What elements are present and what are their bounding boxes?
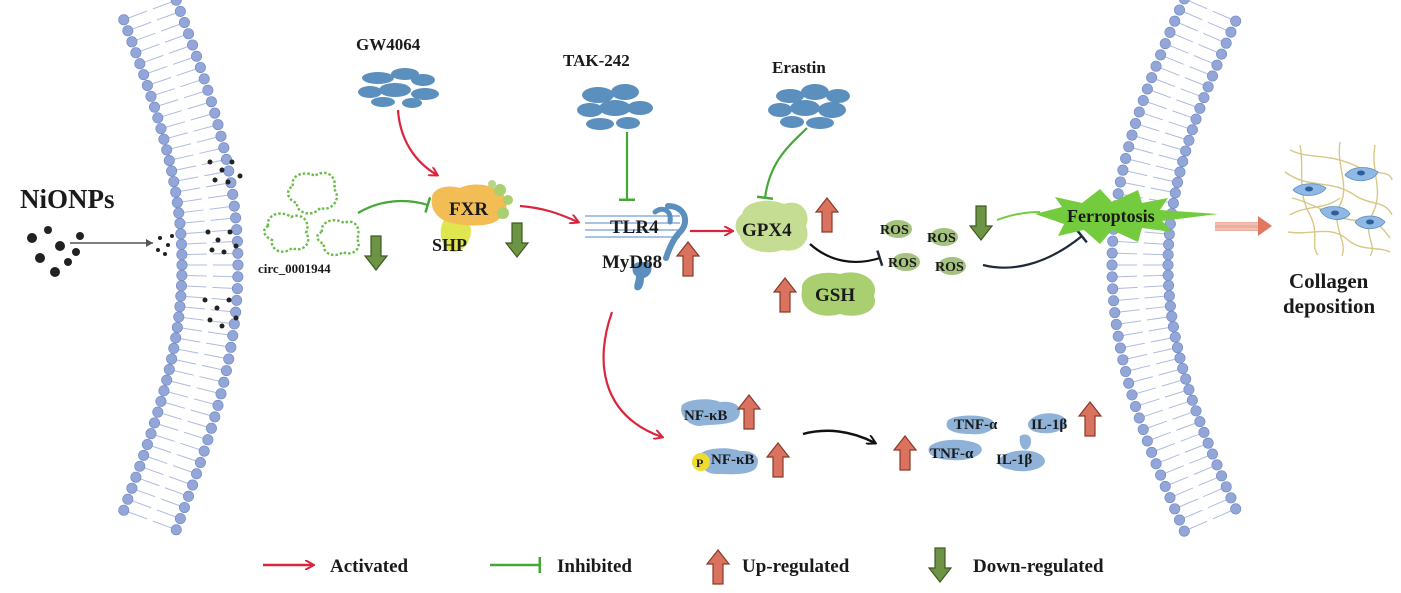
gsh-label: GSH <box>815 285 855 306</box>
legend-inhibited-label: Inhibited <box>557 556 632 577</box>
myd88-label: MyD88 <box>602 252 662 273</box>
cell-membrane-left <box>118 0 244 536</box>
legend-activated-label: Activated <box>330 556 409 577</box>
ros-to-ferroptosis <box>982 229 1088 269</box>
cytokine-proteins <box>928 413 1067 472</box>
erastin-label: Erastin <box>772 58 826 77</box>
legend-down-symbol <box>927 547 953 583</box>
tnfa-label-2: TNF-α <box>930 446 974 462</box>
tlr4-receptor <box>585 203 689 261</box>
gsh-blob <box>801 272 876 316</box>
ros-label-1: ROS <box>880 223 909 238</box>
cell-membrane-right <box>1106 0 1242 537</box>
fxr-label: FXR <box>449 199 488 220</box>
gw4064-molecule <box>358 68 439 108</box>
ros-label-3: ROS <box>888 256 917 271</box>
erastin-inhibits-gpx4 <box>756 127 808 201</box>
up-regulated-markers <box>675 197 1103 478</box>
gpx4-label: GPX4 <box>742 220 792 241</box>
myd88-to-nfkb-arrow <box>602 311 662 437</box>
circ-label: circ_0001944 <box>258 261 331 276</box>
gw4064-to-fxr-arrow <box>396 109 437 175</box>
il1b-label-1: IL-1β <box>1031 417 1067 433</box>
tlr4-label: TLR4 <box>610 217 659 238</box>
gw4064-label: GW4064 <box>356 35 421 54</box>
fxr-protein <box>431 180 513 252</box>
myd88-protein <box>632 262 652 291</box>
fxr-to-tlr4-arrow <box>519 204 578 222</box>
legend-down-label: Down-regulated <box>973 556 1104 577</box>
ros-label-2: ROS <box>927 231 956 246</box>
circrna-icon <box>263 171 360 257</box>
il1b-label-2: IL-1β <box>996 452 1032 468</box>
legend: Activated Inhibited Up-regulated Down-re… <box>263 547 1104 585</box>
nfkb-label: NF-κB <box>684 408 727 424</box>
tnfa-label-1: TNF-α <box>954 417 998 433</box>
collagen-label-line2: deposition <box>1283 294 1376 318</box>
ros-ferroptosis-connector <box>996 211 1041 221</box>
p-nfkb-label: NF-κB <box>711 452 754 468</box>
nionps-label: NiONPs <box>20 184 115 214</box>
nanoparticle-dots <box>27 159 243 329</box>
tak242-molecule <box>577 84 653 130</box>
gpx4-inhibits-ros <box>809 243 884 267</box>
collagen-label-line1: Collagen <box>1289 269 1369 293</box>
tak242-label: TAK-242 <box>563 51 630 70</box>
circ-inhibits-fxr <box>357 196 432 214</box>
gpx4-blob <box>735 200 808 253</box>
legend-up-symbol <box>705 549 731 585</box>
ferroptosis-star <box>1035 189 1218 244</box>
erastin-molecule <box>768 84 850 129</box>
legend-up-label: Up-regulated <box>742 556 850 577</box>
ferroptosis-output-arrow <box>1215 216 1272 236</box>
shp-label: SHP <box>432 235 467 255</box>
nfkb-protein <box>681 399 759 475</box>
phospho-marker <box>692 453 710 471</box>
phospho-label: P <box>696 456 703 470</box>
ferroptosis-label: Ferroptosis <box>1067 206 1155 226</box>
ros-blobs <box>884 220 966 275</box>
collagen-fibers-icon <box>1284 141 1393 257</box>
down-regulated-markers <box>363 205 994 271</box>
ros-label-4: ROS <box>935 260 964 275</box>
nfkb-to-cytokines-arrow <box>802 429 875 443</box>
